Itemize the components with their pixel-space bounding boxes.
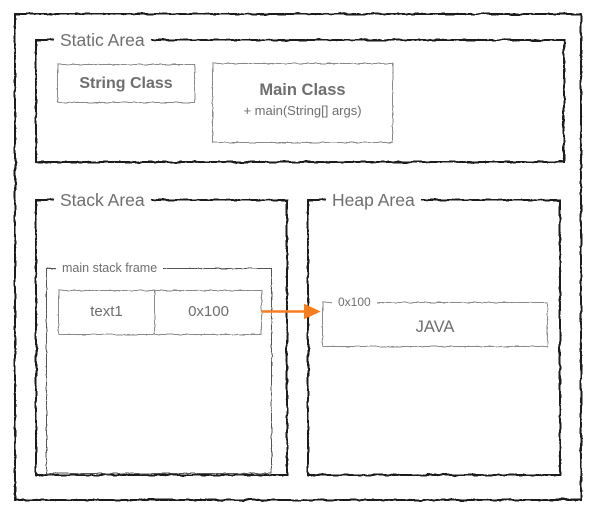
- string-class-box: [57, 64, 195, 103]
- heap-object-address-label: 0x100: [332, 296, 377, 308]
- main-stack-frame-label: main stack frame: [56, 262, 164, 275]
- heap-object-box: [322, 302, 548, 347]
- static-area-label: Static Area: [54, 31, 151, 50]
- string-class-label: String Class: [79, 74, 173, 92]
- stack-variable-value-text: 0x100: [188, 303, 229, 321]
- static-area-box: [35, 39, 565, 163]
- main-class-title: Main Class: [259, 80, 346, 99]
- heap-area-box: [307, 199, 561, 476]
- stack-area-box: [35, 199, 288, 476]
- jvm-memory-outer-frame: [14, 13, 582, 501]
- stack-variable-name-text: text1: [90, 303, 123, 321]
- heap-area-label: Heap Area: [326, 191, 421, 210]
- main-class-signature: + main(String[] args): [243, 103, 362, 119]
- stack-variable-name-cell: [58, 290, 155, 335]
- heap-object-value-text: JAVA: [415, 317, 455, 336]
- main-class-box: [212, 63, 393, 143]
- stack-area-label: Stack Area: [54, 191, 151, 210]
